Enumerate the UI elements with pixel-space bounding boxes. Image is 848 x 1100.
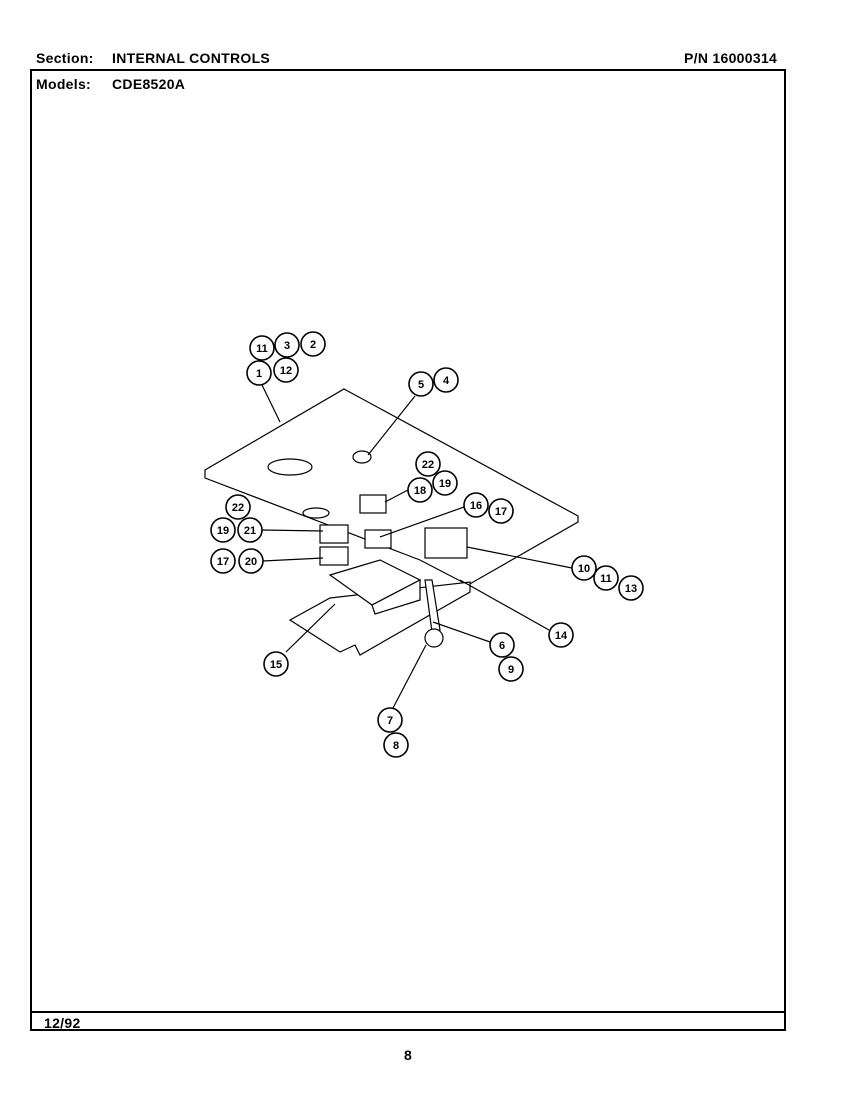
callout-number: 6	[499, 640, 505, 652]
leader-arrow	[392, 644, 427, 709]
mounting-plate	[204, 388, 579, 586]
callout-number: 16	[470, 500, 482, 512]
callout-number: 7	[387, 715, 393, 727]
leader-arrow	[466, 546, 573, 569]
callout-number: 2	[310, 339, 316, 351]
callout-circle	[237, 517, 263, 543]
section-value: INTERNAL CONTROLS	[112, 50, 271, 66]
part-number: P/N 16000314	[684, 50, 778, 66]
plate-hole	[302, 507, 330, 519]
leader-arrow	[379, 506, 465, 538]
callout-circle	[377, 707, 403, 733]
relay	[319, 524, 349, 544]
callout-circle	[246, 360, 272, 386]
control-panel-drawing	[204, 388, 579, 656]
callout-number: 9	[508, 664, 514, 676]
callout-number: 17	[217, 556, 229, 568]
callout-number: 3	[284, 340, 290, 352]
switch-bracket	[364, 529, 392, 549]
callout-circle	[407, 477, 433, 503]
callout-number: 11	[256, 343, 268, 355]
page-number: 8	[404, 1047, 413, 1063]
callout-circle	[618, 575, 644, 601]
leader-arrow	[285, 603, 336, 653]
lower-bracket	[288, 581, 471, 656]
callout-circle	[300, 331, 326, 357]
callout-circle	[571, 555, 597, 581]
callout-number: 10	[578, 563, 590, 575]
callout-circle	[383, 732, 409, 758]
knob	[424, 628, 444, 648]
callout-number: 17	[495, 506, 507, 518]
callout-circle	[593, 565, 619, 591]
footer-date: 12/92	[44, 1015, 81, 1031]
callout-number: 8	[393, 740, 399, 752]
callout-circle	[249, 335, 275, 361]
callout-number: 15	[270, 659, 282, 671]
plate-hole	[267, 458, 313, 476]
leader-arrow	[262, 557, 324, 562]
callout-circle	[210, 548, 236, 574]
relay	[319, 546, 349, 566]
thermostat	[352, 450, 372, 464]
callout-number: 18	[414, 485, 426, 497]
callout-circle	[433, 367, 459, 393]
callout-circle	[548, 622, 574, 648]
diagram-frame	[30, 69, 786, 1031]
models-value: CDE8520A	[112, 76, 186, 92]
footer-divider	[30, 1011, 786, 1013]
callout-number: 21	[244, 525, 256, 537]
callout-number: 22	[422, 459, 434, 471]
leader-arrow	[261, 529, 324, 532]
leader-arrow	[261, 384, 281, 423]
callout-circle	[415, 451, 441, 477]
leader-arrow	[367, 395, 416, 456]
callout-circle	[498, 656, 524, 682]
callout-number: 14	[555, 630, 568, 642]
section-label: Section:	[36, 50, 94, 66]
callout-circle	[488, 498, 514, 524]
callout-number: 19	[439, 478, 451, 490]
callout-circle	[263, 651, 289, 677]
callout-number: 13	[625, 583, 637, 595]
callout-number: 1	[256, 368, 262, 380]
callout-number: 12	[280, 365, 292, 377]
leader-arrow	[384, 489, 409, 503]
callout-circle	[238, 548, 264, 574]
callout-circle	[210, 517, 236, 543]
callout-circle	[489, 632, 515, 658]
callout-circle	[408, 371, 434, 397]
infinite-switch	[424, 527, 468, 559]
switch-bracket	[359, 494, 387, 514]
callout-number: 20	[245, 556, 257, 568]
callout-circle	[432, 470, 458, 496]
terminal-block-side	[371, 579, 421, 615]
callout-number: 19	[217, 525, 229, 537]
leader-arrow	[459, 579, 550, 631]
callout-circle	[225, 494, 251, 520]
models-label: Models:	[36, 76, 91, 92]
callout-circle	[274, 332, 300, 358]
leader-lines	[261, 384, 573, 709]
shaft	[424, 579, 441, 633]
callout-number: 4	[443, 375, 450, 387]
callout-number: 11	[600, 573, 612, 585]
callout-circle	[463, 492, 489, 518]
callout-number: 5	[418, 379, 424, 391]
callout-number: 22	[232, 502, 244, 514]
callout-circle	[273, 357, 299, 383]
leader-arrow	[432, 621, 491, 643]
